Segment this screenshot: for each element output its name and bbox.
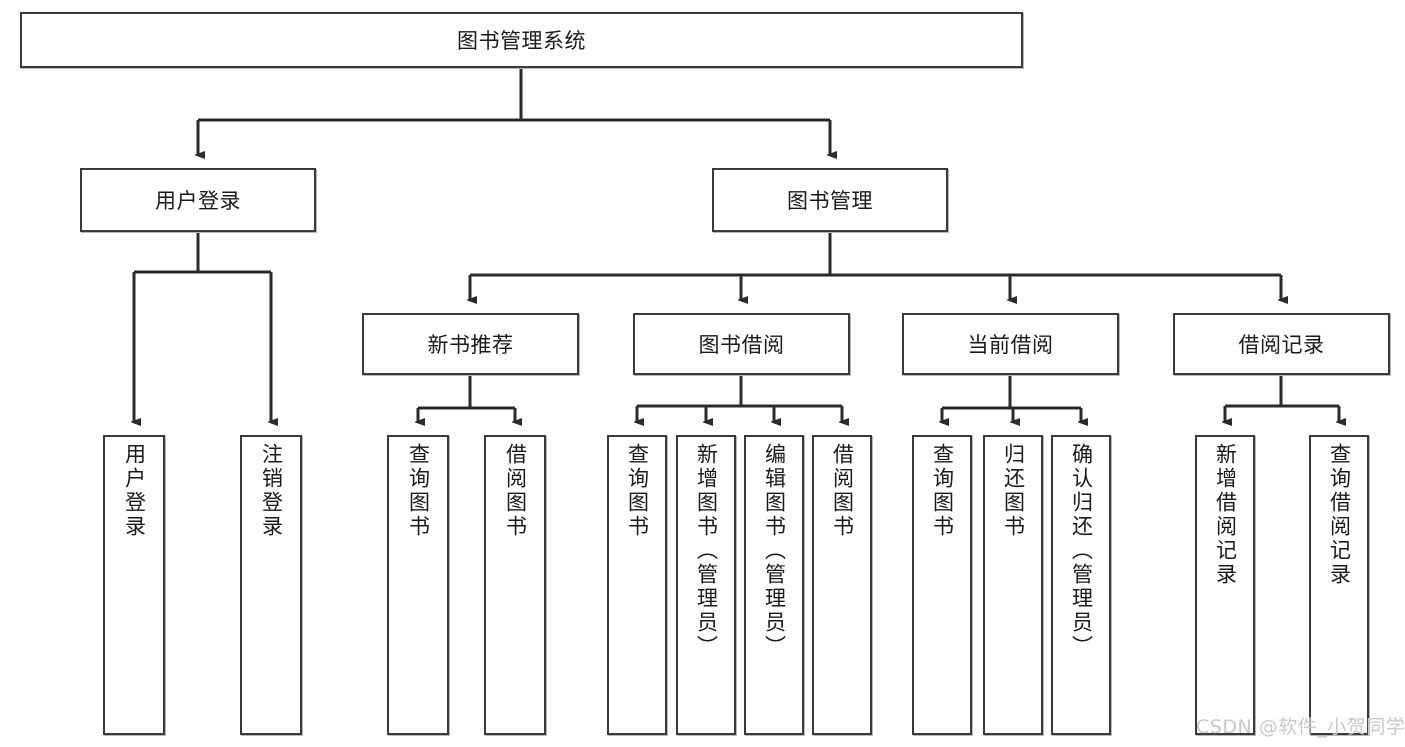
leaf-user-logout[interactable]: 注销登录 [240, 435, 302, 735]
node-borrow-record[interactable]: 借阅记录 [1173, 313, 1390, 375]
leaf-query-borrow-record[interactable]: 查询借阅记录 [1309, 435, 1369, 735]
leaf-label: 新增借阅记录 [1213, 443, 1238, 587]
node-book-management-label: 图书管理 [787, 189, 873, 213]
leaf-borrow-book-new[interactable]: 借阅图书 [484, 435, 546, 735]
leaf-label: 确认归还（管理员） [1069, 443, 1094, 659]
node-book-borrow-label: 图书借阅 [698, 333, 785, 357]
leaf-query-book-new[interactable]: 查询图书 [387, 435, 449, 735]
leaf-label: 用户登录 [122, 443, 147, 539]
leaf-return-book[interactable]: 归还图书 [983, 435, 1043, 735]
node-current-borrow[interactable]: 当前借阅 [902, 313, 1119, 375]
node-user-login[interactable]: 用户登录 [80, 168, 316, 232]
node-user-login-label: 用户登录 [155, 189, 241, 213]
leaf-label: 查询图书 [406, 443, 431, 539]
leaf-label: 借阅图书 [830, 443, 855, 539]
leaf-query-book-borrow[interactable]: 查询图书 [607, 435, 667, 735]
leaf-label: 归还图书 [1001, 443, 1026, 539]
csdn-watermark: CSDN @软件_小贺同学 [1196, 716, 1405, 738]
leaf-label: 借阅图书 [503, 443, 528, 539]
leaf-label: 注销登录 [259, 443, 284, 539]
leaf-label: 查询图书 [625, 443, 650, 539]
node-new-book-recommend-label: 新书推荐 [427, 333, 514, 357]
leaf-add-book-admin[interactable]: 新增图书（管理员） [676, 435, 736, 735]
leaf-add-borrow-record[interactable]: 新增借阅记录 [1195, 435, 1255, 735]
node-root[interactable]: 图书管理系统 [20, 12, 1023, 68]
leaf-query-book-current[interactable]: 查询图书 [912, 435, 972, 735]
leaf-edit-book-admin[interactable]: 编辑图书（管理员） [744, 435, 804, 735]
leaf-label: 查询图书 [930, 443, 955, 539]
leaf-user-login[interactable]: 用户登录 [103, 435, 165, 735]
leaf-label: 编辑图书（管理员） [762, 443, 787, 659]
leaf-label: 新增图书（管理员） [694, 443, 719, 659]
node-borrow-record-label: 借阅记录 [1238, 333, 1325, 357]
node-current-borrow-label: 当前借阅 [967, 333, 1054, 357]
node-new-book-recommend[interactable]: 新书推荐 [362, 313, 579, 375]
leaf-label: 查询借阅记录 [1327, 443, 1352, 587]
node-book-management[interactable]: 图书管理 [712, 168, 948, 232]
leaf-confirm-return-admin[interactable]: 确认归还（管理员） [1051, 435, 1111, 735]
node-root-label: 图书管理系统 [457, 29, 586, 53]
leaf-borrow-book[interactable]: 借阅图书 [812, 435, 872, 735]
node-book-borrow[interactable]: 图书借阅 [633, 313, 850, 375]
